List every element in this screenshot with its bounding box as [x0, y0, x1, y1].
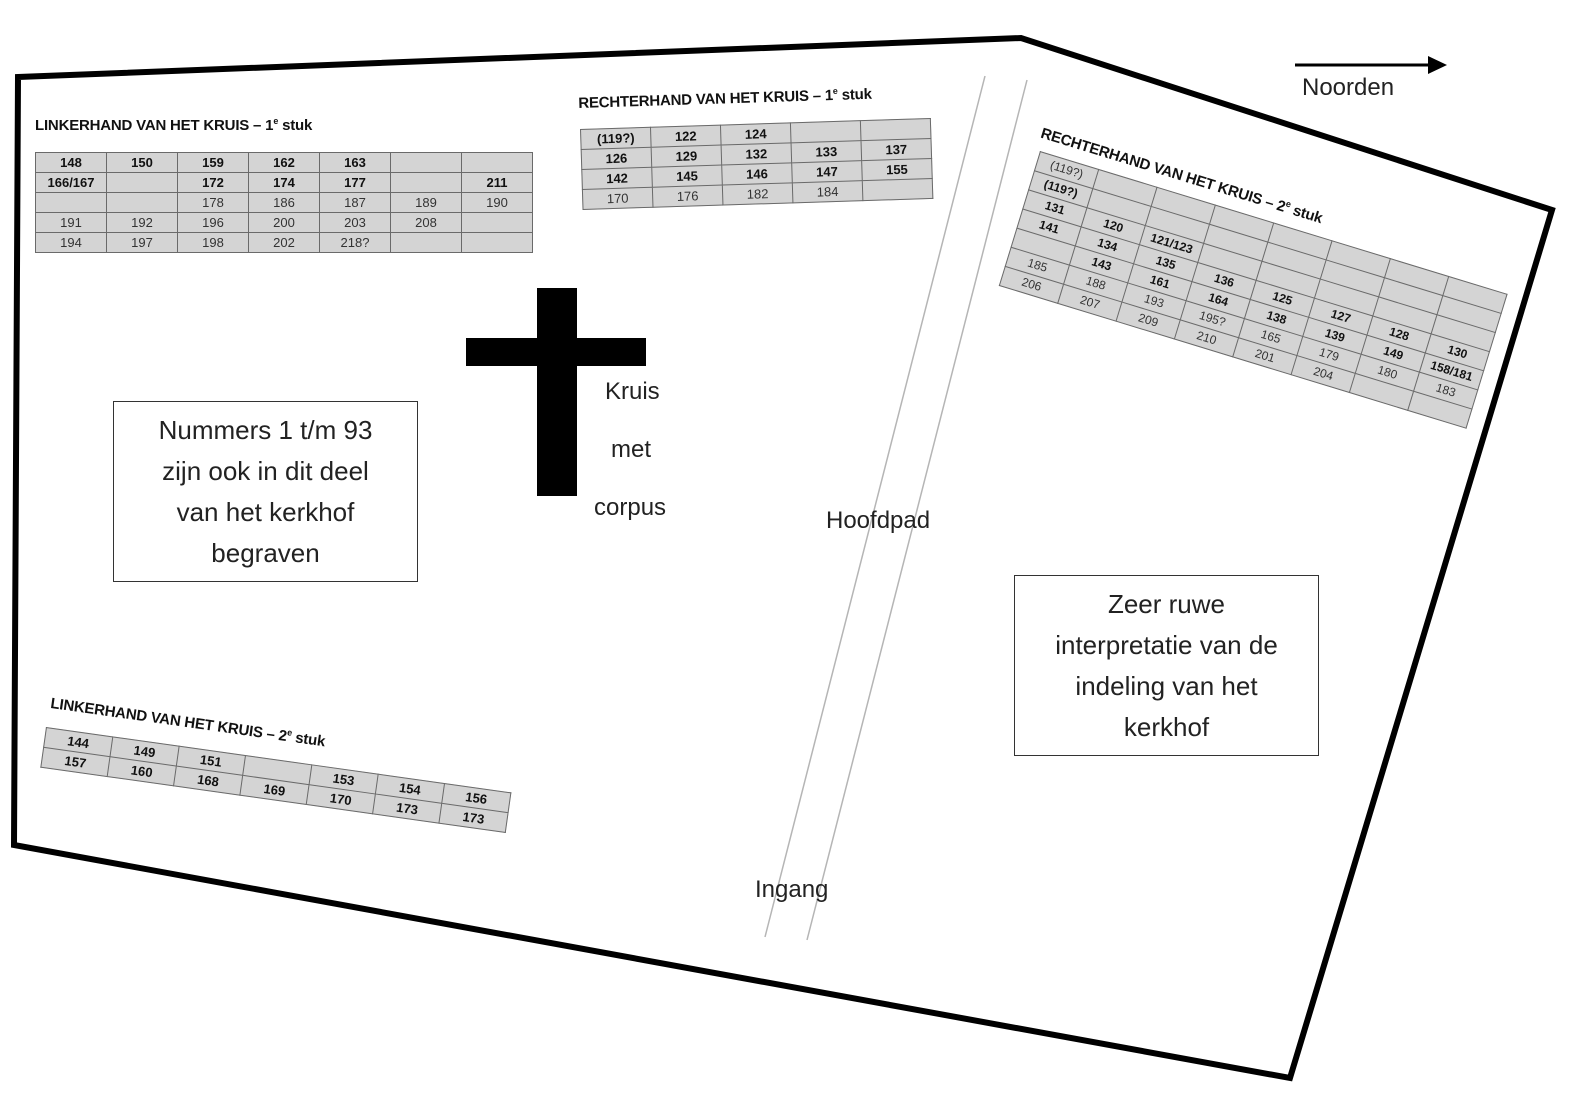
plot-cell [461, 232, 533, 253]
plot-cell: 218? [319, 232, 391, 253]
plot-cell: 198 [177, 232, 249, 253]
plot-cell: 189 [390, 192, 462, 213]
cross-label-line-3: corpus [594, 494, 667, 521]
plot-cell [790, 120, 862, 143]
plot-cell: 190 [461, 192, 533, 213]
plot-cell: 203 [319, 212, 391, 233]
plot-cell: 194 [35, 232, 107, 253]
plot-cell: 186 [248, 192, 320, 213]
plot-cell [390, 152, 462, 173]
plot-cell [461, 152, 533, 173]
plot-cell [862, 178, 933, 201]
note-right-line-2: interpretatie van de [1055, 629, 1278, 660]
plot-cell: 197 [106, 232, 178, 253]
cross-icon [537, 288, 577, 496]
main-path-edge-right [806, 79, 1028, 941]
note-left-line-2: zijn ook in dit deel [162, 455, 369, 486]
plot-cell [390, 172, 462, 193]
section-title-left-1: LINKERHAND VAN HET KRUIS – 1e stuk [35, 116, 313, 134]
plot-cell: 182 [722, 182, 793, 206]
note-box-interpretation: Zeer ruwe interpretatie van de indeling … [1014, 575, 1319, 756]
plot-cell: 148 [35, 152, 107, 173]
plot-cell: (119?) [580, 127, 652, 150]
main-path-label: Hoofdpad [826, 507, 931, 534]
north-label: Noorden [1302, 74, 1395, 101]
note-right-line-3: indeling van het [1075, 670, 1258, 701]
plot-cell: 133 [791, 140, 862, 163]
plot-cell [461, 212, 533, 233]
plot-cell: 145 [651, 165, 723, 188]
plot-cell: 147 [791, 160, 863, 183]
plot-cell: 163 [319, 152, 391, 173]
note-right-line-4: kerkhof [1123, 711, 1210, 742]
plot-cell: 126 [581, 147, 652, 170]
plot-cell: 172 [177, 172, 249, 193]
plot-cell: 200 [248, 212, 320, 233]
plot-cell: 176 [652, 185, 723, 208]
cemetery-boundary [10, 34, 1556, 1082]
plot-cell: 208 [390, 212, 462, 233]
plot-cell: 166/167 [35, 172, 107, 193]
plot-cell: 177 [319, 172, 391, 193]
plot-cell [860, 118, 931, 141]
plot-cell: 124 [720, 122, 792, 146]
plot-cell: 142 [581, 167, 653, 190]
plot-cell [106, 172, 178, 193]
plot-cell: 137 [861, 138, 932, 161]
plot-cell: 187 [319, 192, 391, 213]
plot-cell: 196 [177, 212, 249, 233]
plot-cell: 159 [177, 152, 249, 173]
plot-cell: 191 [35, 212, 107, 233]
note-left-line-1: Nummers 1 t/m 93 [158, 414, 373, 445]
cross-label-line-2: met [611, 436, 652, 463]
plot-cell [35, 192, 107, 213]
main-path-edge-left [764, 75, 986, 938]
plot-cell: 162 [248, 152, 320, 173]
plot-cell: 146 [721, 162, 793, 186]
plot-cell: 170 [582, 187, 653, 210]
plot-cell [106, 192, 178, 213]
note-box-numbers: Nummers 1 t/m 93 zijn ook in dit deel va… [113, 401, 418, 582]
cross-arm [466, 338, 646, 366]
plot-cell: 150 [106, 152, 178, 173]
plot-cell: 129 [651, 145, 722, 168]
plot-cell: 155 [861, 158, 933, 181]
plot-cell: 184 [792, 180, 863, 203]
cross-label-line-1: Kruis [605, 378, 660, 405]
note-left-line-4: begraven [211, 537, 320, 568]
plot-cell: 211 [461, 172, 533, 193]
plot-cell: 132 [721, 142, 792, 166]
plot-cell: 174 [248, 172, 320, 193]
plot-cell: 192 [106, 212, 178, 233]
plot-cell: 178 [177, 192, 249, 213]
north-arrow-icon [1295, 56, 1447, 74]
note-left-line-3: van het kerkhof [176, 496, 355, 527]
plot-cell: 202 [248, 232, 320, 253]
plot-cell [390, 232, 462, 253]
entrance-label: Ingang [755, 876, 829, 903]
note-right-line-1: Zeer ruwe [1107, 588, 1226, 619]
plot-cell: 122 [650, 125, 722, 148]
